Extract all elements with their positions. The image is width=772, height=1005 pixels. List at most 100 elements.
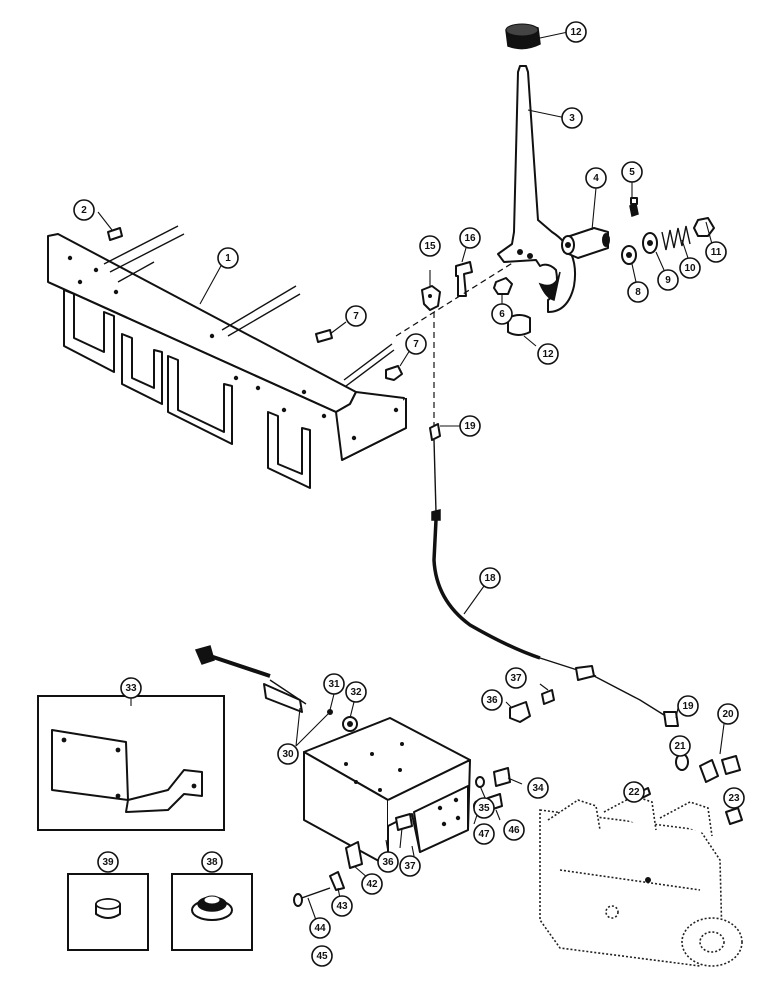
support-bracket [303, 717, 471, 867]
callout-12b: 12 [537, 343, 559, 365]
callout-42: 42 [361, 873, 383, 895]
callout-18: 18 [479, 567, 501, 589]
callout-label: 4 [593, 173, 599, 184]
callout-circle [627, 281, 649, 303]
inset-box-38 [171, 873, 253, 951]
callout-30: 30 [277, 743, 299, 765]
callout-label: 36 [486, 695, 498, 706]
callout-circle [323, 673, 345, 695]
pivot-bushing [561, 227, 610, 259]
callout-circle [377, 851, 399, 873]
callout-label: 6 [499, 309, 505, 320]
callout-39: 39 [97, 851, 119, 873]
callout-label: 7 [413, 339, 419, 350]
callout-3: 3 [561, 107, 583, 129]
callout-20: 20 [717, 703, 739, 725]
callout-circle [657, 269, 679, 291]
callout-4: 4 [585, 167, 607, 189]
callout-label: 15 [424, 241, 436, 252]
callout-label: 12 [542, 349, 554, 360]
callout-layer: 1234521161511109877612191837361920212223… [73, 21, 745, 967]
callout-label: 22 [628, 787, 640, 798]
callout-circle [345, 681, 367, 703]
callout-label: 1 [225, 253, 231, 264]
callout-36b: 36 [377, 851, 399, 873]
callout-circle [309, 917, 331, 939]
callout-label: 46 [508, 825, 520, 836]
inset-box-39 [67, 873, 149, 951]
callout-label: 39 [102, 857, 114, 868]
callout-label: 36 [382, 857, 394, 868]
callout-7a: 7 [345, 305, 367, 327]
callout-label: 3 [569, 113, 575, 124]
callout-circle [120, 677, 142, 699]
callout-16: 16 [459, 227, 481, 249]
callout-label: 37 [404, 861, 416, 872]
callout-circle [585, 167, 607, 189]
callout-circle [201, 851, 223, 873]
callout-label: 12 [570, 27, 582, 38]
callout-11: 11 [705, 241, 727, 263]
leader-dash-1 [395, 261, 515, 337]
callout-31: 31 [323, 673, 345, 695]
cable-end-right [639, 753, 743, 825]
callout-label: 19 [682, 701, 694, 712]
callout-34: 34 [527, 777, 549, 799]
callout-10: 10 [679, 257, 701, 279]
callout-circle [717, 703, 739, 725]
callout-label: 2 [81, 205, 87, 216]
callout-label: 31 [328, 679, 340, 690]
callout-47: 47 [473, 823, 495, 845]
callout-label: 11 [711, 247, 722, 258]
callout-circle [361, 873, 383, 895]
callout-label: 44 [314, 923, 326, 934]
injection-pump [539, 795, 743, 967]
callout-circle [723, 787, 745, 809]
callout-circle [405, 333, 427, 355]
callout-label: 5 [629, 167, 635, 178]
callout-21: 21 [669, 735, 691, 757]
callout-label: 23 [728, 793, 740, 804]
callout-circle [565, 21, 587, 43]
callout-circle [561, 107, 583, 129]
callout-label: 9 [665, 275, 671, 286]
callout-circle [481, 689, 503, 711]
callout-label: 18 [484, 573, 496, 584]
callout-2: 2 [73, 199, 95, 221]
callout-35: 35 [473, 797, 495, 819]
callout-38: 38 [201, 851, 223, 873]
clevis-parts [421, 261, 531, 336]
callout-label: 19 [464, 421, 476, 432]
callout-circle [623, 781, 645, 803]
callout-circle [669, 735, 691, 757]
callout-label: 45 [316, 951, 328, 962]
callout-45: 45 [311, 945, 333, 967]
clip-36-37 [509, 689, 555, 723]
callout-circle [491, 303, 513, 325]
callout-circle [277, 743, 299, 765]
callout-label: 21 [674, 741, 686, 752]
control-cable [429, 423, 679, 727]
callout-label: 32 [350, 687, 362, 698]
callout-circle [537, 343, 559, 365]
callout-36: 36 [481, 689, 503, 711]
callout-label: 34 [532, 783, 544, 794]
callout-label: 37 [510, 673, 522, 684]
callout-33: 33 [120, 677, 142, 699]
callout-circle [505, 667, 527, 689]
inset-box-33 [37, 695, 225, 831]
callout-9: 9 [657, 269, 679, 291]
callout-label: 16 [464, 233, 476, 244]
callout-circle [621, 161, 643, 183]
callout-label: 42 [366, 879, 378, 890]
callout-circle [217, 247, 239, 269]
callout-8: 8 [627, 281, 649, 303]
callout-circle [459, 227, 481, 249]
callout-32: 32 [345, 681, 367, 703]
callout-label: 47 [478, 829, 490, 840]
callout-circle [503, 819, 525, 841]
callout-1: 1 [217, 247, 239, 269]
callout-44: 44 [309, 917, 331, 939]
